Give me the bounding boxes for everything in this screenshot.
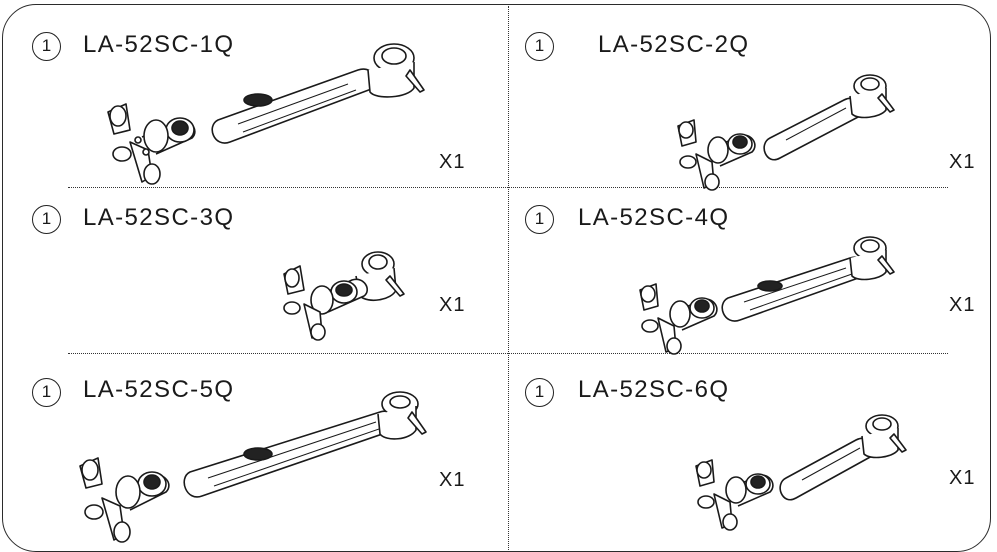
monitor-arm-icon (79, 391, 430, 552)
model-label: LA-52SC-3Q (83, 204, 235, 231)
quantity-badge: 1 (525, 205, 554, 234)
quantity-badge: 1 (525, 378, 554, 407)
monitor-arm-icon (639, 236, 900, 363)
monitor-arm-icon (107, 42, 428, 197)
row-divider-2 (68, 353, 948, 354)
quantity-badge: 1 (32, 32, 61, 61)
quantity-multiplier: X1 (439, 151, 466, 173)
quantity-multiplier: X1 (949, 294, 976, 316)
quantity-badge: 1 (32, 205, 61, 234)
quantity-multiplier: X1 (439, 469, 466, 491)
model-label: LA-52SC-1Q (83, 31, 235, 58)
quantity-multiplier: X1 (949, 151, 976, 173)
model-label: LA-52SC-6Q (578, 376, 730, 403)
quantity-multiplier: X1 (439, 294, 466, 316)
monitor-arm-icon (674, 68, 904, 197)
quantity-multiplier: X1 (949, 467, 976, 489)
model-label: LA-52SC-5Q (83, 376, 235, 403)
column-divider (508, 6, 509, 550)
monitor-arm-icon (278, 246, 418, 347)
model-label: LA-52SC-2Q (598, 31, 750, 58)
quantity-badge: 1 (525, 32, 554, 61)
monitor-arm-icon (694, 408, 914, 537)
quantity-badge: 1 (32, 378, 61, 407)
row-divider-1 (68, 187, 948, 188)
model-label: LA-52SC-4Q (578, 204, 730, 231)
